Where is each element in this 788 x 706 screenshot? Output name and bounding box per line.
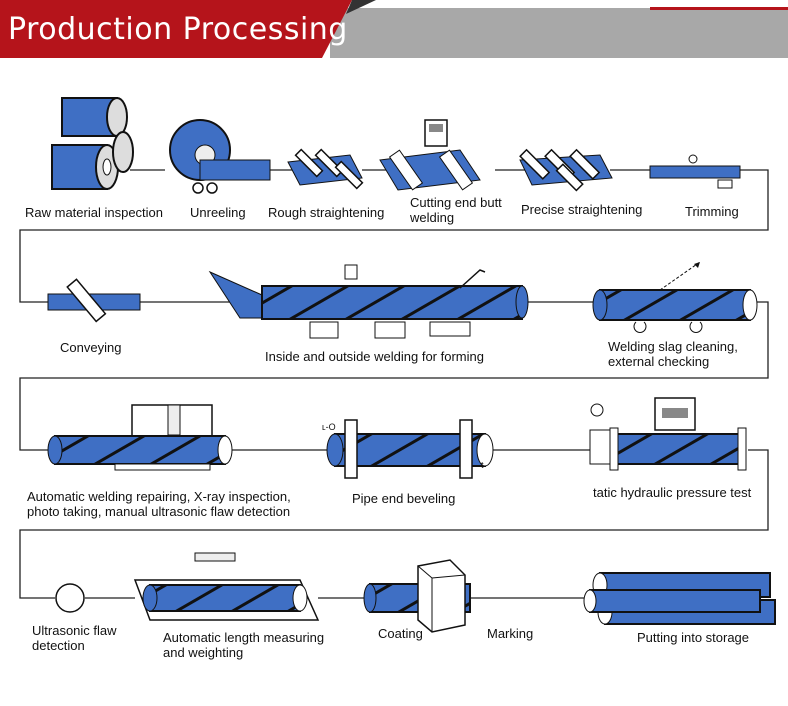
- label-pipe-end-beveling: Pipe end beveling: [352, 491, 456, 506]
- rough-straightening-rollers-icon: [287, 148, 364, 190]
- precise-straightening-rollers-icon: [519, 148, 613, 192]
- trimming-plate-icon: [649, 154, 741, 189]
- label-ultrasonic-flaw-detection: Ultrasonic flaw detection: [32, 623, 117, 653]
- svg-text:ʟ-O: ʟ-O: [322, 422, 336, 432]
- label-rough-straightening: Rough straightening: [268, 205, 385, 220]
- flow-connector-lines: [19, 169, 769, 599]
- label-putting-into-storage: Putting into storage: [637, 630, 750, 645]
- length-measuring-platform-icon: [133, 552, 320, 621]
- label-trimming: Trimming: [685, 204, 739, 219]
- process-diagram: ʟ-O ·t: [0, 62, 788, 701]
- conveying-rollers-icon: [47, 278, 141, 323]
- svg-text:·t: ·t: [478, 460, 484, 470]
- hydraulic-test-icon: [589, 397, 747, 471]
- label-precise-straightening: Precise straightening: [521, 202, 643, 217]
- label-coating: Coating: [378, 626, 423, 641]
- label-hydraulic-pressure-test: tatic hydraulic pressure test: [593, 485, 752, 500]
- pipe-beveling-icon: ʟ-O ·t: [322, 419, 494, 479]
- label-welding-slag-cleaning: Welding slag cleaning, external checking: [608, 339, 738, 369]
- repair-xray-station-icon: [47, 404, 233, 471]
- forming-welding-pipe-icon: [208, 264, 529, 339]
- storage-pipes-icon: [583, 572, 776, 625]
- butt-welding-machine-icon: [379, 119, 481, 191]
- header-banner: Production Processing: [0, 0, 788, 62]
- label-raw-material-inspection: Raw material inspection: [25, 205, 164, 220]
- label-cutting-end-butt-welding: Cutting end butt welding: [410, 195, 502, 225]
- label-marking: Marking: [487, 626, 534, 641]
- raw-material-coils-icon: [51, 97, 134, 190]
- unreeling-coil-icon: [169, 119, 271, 194]
- diagram-artwork: ʟ-O ·t: [19, 97, 776, 633]
- ultrasonic-flaw-icon: [55, 583, 85, 613]
- banner-shape: [0, 0, 788, 58]
- page-title: Production Processing: [8, 12, 348, 47]
- label-automatic-welding-repairing: Automatic welding repairing, X-ray inspe…: [27, 489, 291, 519]
- label-unreeling: Unreeling: [190, 205, 246, 220]
- slag-cleaning-pipe-icon: [592, 261, 758, 333]
- label-conveying: Conveying: [60, 340, 122, 355]
- label-length-measuring-weighting: Automatic length measuring and weighting: [163, 630, 325, 660]
- label-inside-outside-welding: Inside and outside welding for forming: [265, 349, 484, 364]
- coating-marking-icon: [363, 559, 471, 633]
